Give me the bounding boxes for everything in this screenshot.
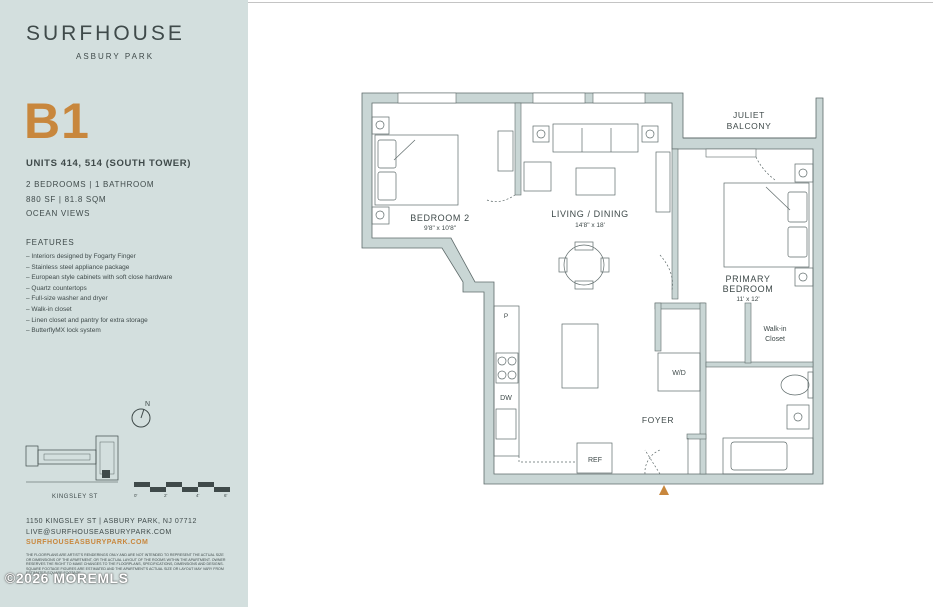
street-label: KINGSLEY ST [52, 494, 98, 500]
website-link[interactable]: SURFHOUSEASBURYPARK.COM [26, 539, 149, 546]
kitchen-cabinets [493, 305, 613, 474]
primary-bedroom-furniture [723, 156, 814, 287]
disclaimer-text: THE FLOORPLANS ARE ARTIST'S RENDERINGS O… [26, 553, 226, 576]
room-label: LIVING / DINING [551, 209, 629, 219]
feature-item: – Quartz countertops [26, 284, 87, 292]
watermark: ©2026 MOREMLS [5, 570, 129, 586]
feature-item: – Walk-in closet [26, 305, 72, 313]
feature-item: – Full-size washer and dryer [26, 295, 108, 303]
bedroom2-furniture [371, 116, 516, 225]
room-dims: 11' x 12' [736, 296, 759, 303]
feature-item: – Interiors designed by Fogarty Finger [26, 253, 136, 260]
closet-label: Closet [765, 336, 785, 343]
scale-bar: 0' 2' 4' 6' [134, 482, 230, 498]
windows [397, 92, 757, 158]
appliance-label: REF [588, 457, 602, 464]
room-label: BEDROOM 2 [410, 213, 469, 223]
feature-item: – European style cabinets with soft clos… [26, 274, 173, 282]
unit-code: B1 [24, 93, 90, 149]
compass-label: N [145, 401, 150, 408]
sidebar-panel: SURFHOUSE ASBURY PARK B1 UNITS 414, 514 … [0, 0, 248, 607]
scale-label: 2' [164, 493, 168, 498]
feature-item: – Stainless steel appliance package [26, 263, 130, 271]
feature-item: – ButterflyMX lock system [26, 327, 101, 335]
features-title: FEATURES [26, 238, 75, 247]
entry-marker-icon [659, 485, 669, 495]
doors [644, 438, 689, 475]
top-divider [248, 2, 933, 3]
living-furniture [523, 123, 673, 389]
room-dims: 9'8" x 10'8" [424, 225, 457, 232]
site-key-map [25, 435, 119, 483]
brand-name: SURFHOUSE [26, 22, 185, 45]
features-list: – Interiors designed by Fogarty Finger –… [26, 252, 172, 337]
scale-label: 4' [196, 493, 200, 498]
balcony-label: JULIET [733, 110, 765, 120]
unit-numbers: UNITS 414, 514 (SOUTH TOWER) [26, 158, 191, 169]
address: 1150 KINGSLEY ST | ASBURY PARK, NJ 07712 [26, 518, 197, 525]
room-label: BEDROOM [723, 284, 774, 294]
compass-icon: N [131, 401, 151, 428]
bedroom-count: 2 BEDROOMS | 1 BATHROOM [26, 180, 155, 189]
bathroom-fixtures [657, 352, 814, 475]
feature-item: – Linen closet and pantry for extra stor… [26, 316, 148, 324]
appliance-label: DW [500, 395, 512, 402]
scale-label: 0' [134, 493, 138, 498]
scale-label: 6' [224, 493, 228, 498]
room-label: FOYER [642, 415, 674, 425]
appliance-label: W/D [672, 370, 686, 377]
balcony-label: BALCONY [727, 121, 772, 131]
unit-views: OCEAN VIEWS [26, 209, 91, 218]
email-link[interactable]: LIVE@SURFHOUSEASBURYPARK.COM [26, 529, 172, 536]
room-dims: 14'8" x 18' [575, 222, 605, 229]
unit-size: 880 SF | 81.8 SQM [26, 195, 107, 204]
room-label: PRIMARY [725, 274, 770, 284]
closet-label: Walk-in [763, 326, 786, 333]
appliance-label: P [504, 313, 508, 320]
brand-location: ASBURY PARK [76, 52, 155, 61]
